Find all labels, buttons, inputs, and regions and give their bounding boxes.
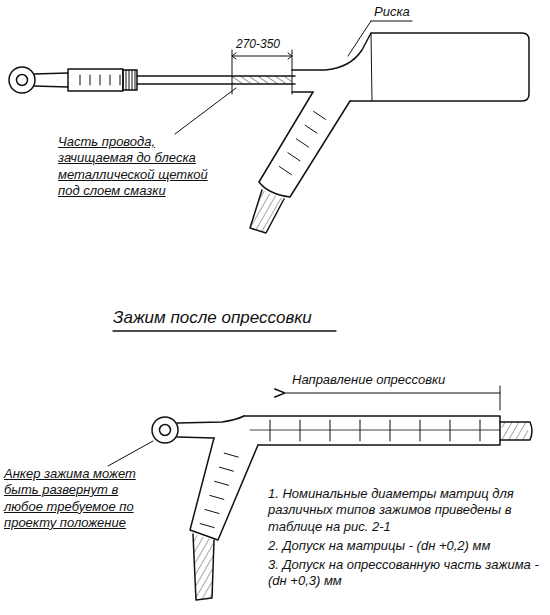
section-heading: Зажим после опрессовки	[113, 307, 353, 328]
main-sleeve	[292, 33, 529, 101]
wire	[500, 422, 532, 440]
wire-end	[193, 534, 214, 600]
wire	[137, 76, 295, 84]
callout-note: Часть провода, зачищаемая до блеска мета…	[58, 134, 223, 199]
anchor-tube	[68, 69, 123, 91]
branch-sleeve	[190, 438, 258, 540]
callout-note: Анкер зажима может быть развернут в любо…	[4, 466, 142, 531]
direction-arrow	[284, 392, 500, 393]
note: 1. Номинальные диаметры матриц для разли…	[268, 486, 540, 535]
notes-block: 1. Номинальные диаметры матриц для разли…	[268, 486, 540, 593]
anchor-tube	[177, 416, 244, 438]
note: 3. Допуск на опрессованную часть зажима …	[268, 557, 540, 590]
branch-sleeve	[259, 92, 350, 197]
anchor-eye	[9, 67, 35, 93]
direction-label: Направление опрессовки	[292, 372, 502, 388]
dimension: 270-350	[236, 37, 296, 52]
thread	[123, 70, 137, 90]
pressed-sleeve	[244, 416, 500, 445]
wire-end	[250, 190, 284, 233]
note: 2. Допуск на матрицы - (dн +0,2) мм	[268, 538, 540, 554]
mark-label: Риска	[374, 4, 434, 20]
anchor-eye	[152, 417, 178, 443]
